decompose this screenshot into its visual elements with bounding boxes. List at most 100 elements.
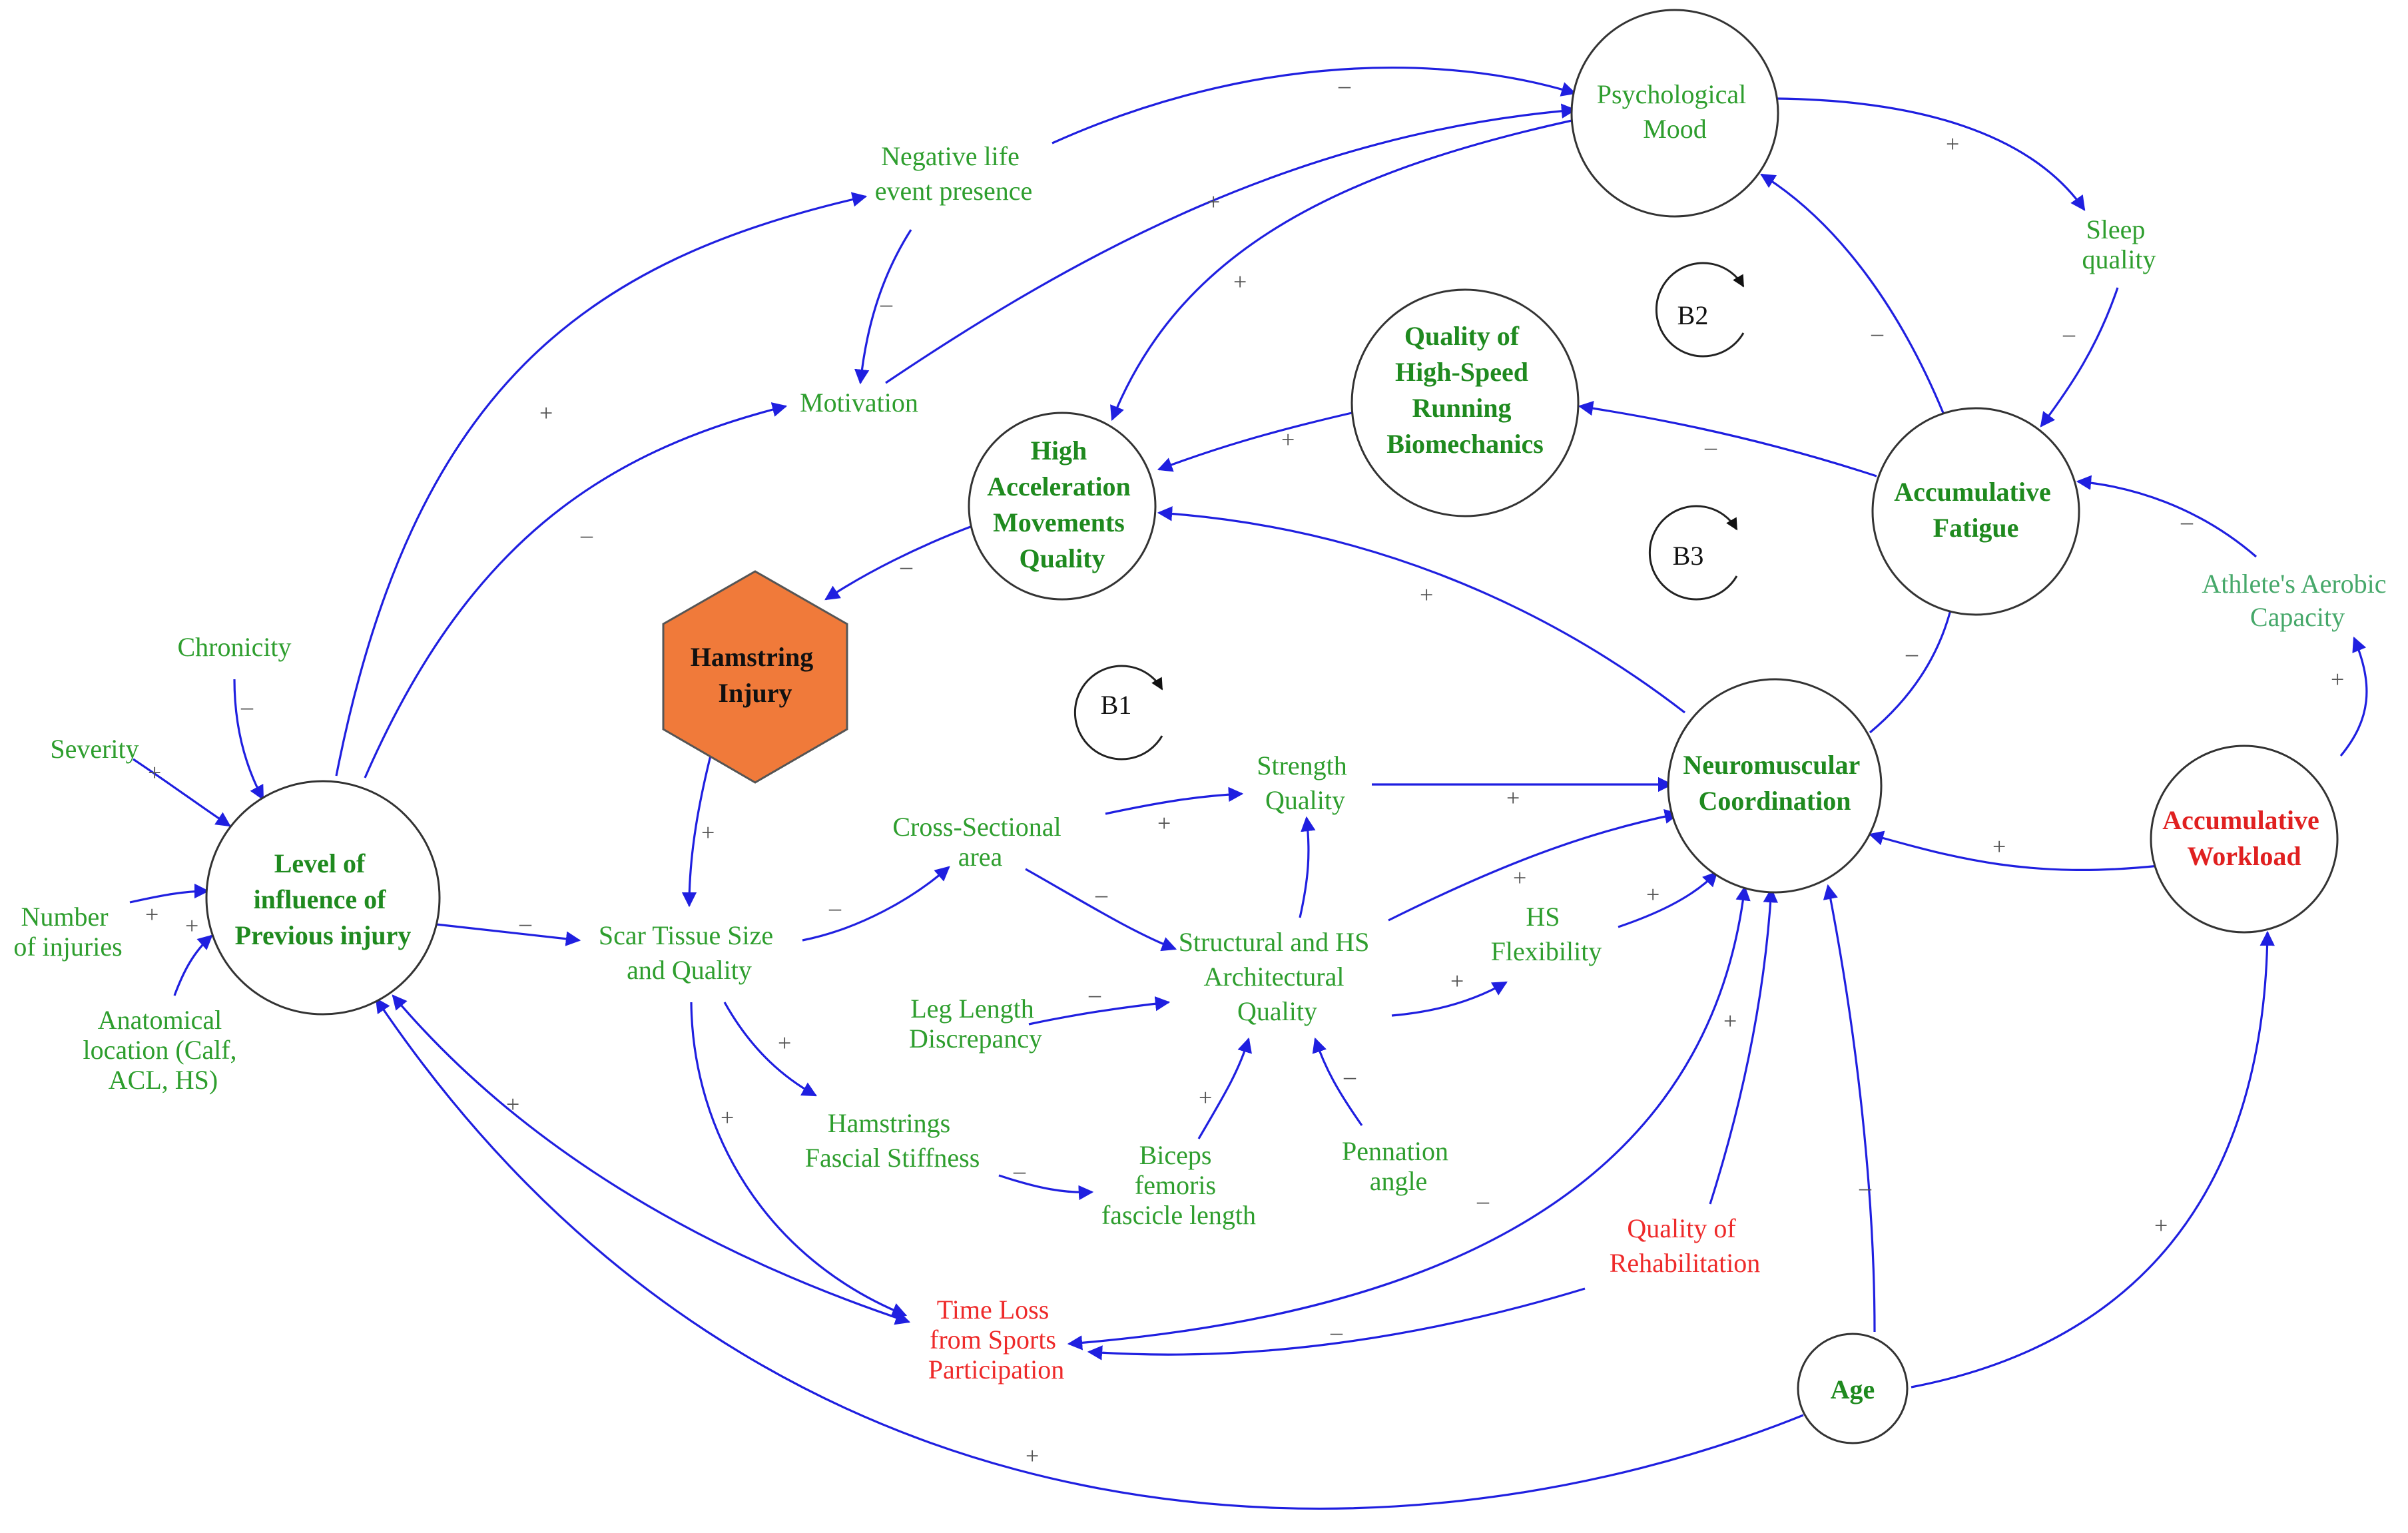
edge-neuro-to-high-accel xyxy=(1157,506,1685,714)
edge-structural-to-strength xyxy=(1299,816,1316,918)
edge-age-to-workload xyxy=(1911,930,2275,1388)
polarity-age-level: + xyxy=(1026,1442,1039,1469)
neuromuscular-circle xyxy=(1667,678,1883,894)
polarity-scar-time-loss: + xyxy=(721,1104,734,1131)
edge-level-to-scar xyxy=(436,923,581,946)
hamstring-injury-label: Hamstring Injury xyxy=(691,642,820,708)
polarity-neuro-high-accel: + xyxy=(1420,581,1433,608)
polarity-neuro-fatigue: – xyxy=(1905,640,1919,667)
edge-injury-to-scar xyxy=(681,742,715,908)
polarity-structural-neuro: + xyxy=(1513,864,1526,891)
polarity-sleep-fatigue: – xyxy=(2062,320,2076,347)
edge-workload-to-aerobic xyxy=(2339,636,2368,757)
high-accel-label: High Acceleration Movements Quality xyxy=(987,436,1137,573)
loop-b2-label: B2 xyxy=(1677,300,1709,330)
polarity-high-accel-injury: – xyxy=(900,553,913,579)
edge-anatomical-to-level xyxy=(173,934,213,996)
polarity-structural-flex: + xyxy=(1450,968,1464,994)
loop-b3: B3 xyxy=(1648,505,1738,601)
polarity-level-scar: – xyxy=(519,910,532,936)
polarity-age-workload: + xyxy=(2154,1212,2168,1239)
negative-life-event-label: Negative life event presence xyxy=(875,141,1033,206)
polarity-rehab-time-loss: – xyxy=(1330,1319,1343,1345)
node-shapes xyxy=(205,9,2339,1444)
accumulative-workload-circle xyxy=(2150,745,2339,934)
polarity-age-neuro: – xyxy=(1859,1174,1872,1201)
edge-sleep-to-fatigue xyxy=(2040,287,2119,428)
quality-hsr-label: Quality of High-Speed Running Biomechani… xyxy=(1386,321,1544,459)
edge-hsr-to-high-accel xyxy=(1157,412,1353,472)
polarity-hsr-high-accel: + xyxy=(1281,426,1295,453)
motivation-label: Motivation xyxy=(800,388,918,418)
edge-level-to-time-loss xyxy=(392,994,911,1325)
age-label: Age xyxy=(1831,1375,1875,1404)
polarity-strength-neuro: + xyxy=(1506,784,1520,811)
leg-length-label: Leg Length Discrepancy xyxy=(909,994,1042,1054)
edge-rehab-to-neuro xyxy=(1709,887,1778,1205)
quality-rehab-label: Quality of Rehabilitation xyxy=(1610,1213,1761,1278)
edge-severity-to-level xyxy=(133,758,231,827)
polarity-fatigue-mood: – xyxy=(1871,320,1884,346)
edge-rehab-to-time-loss xyxy=(1087,1287,1586,1361)
polarity-chronicity-level: – xyxy=(240,693,254,720)
edge-chronicity-to-level xyxy=(233,679,264,800)
loop-b1: B1 xyxy=(1073,665,1163,761)
polarity-scar-cross: – xyxy=(828,894,842,921)
hs-flexibility-label: HS Flexibility xyxy=(1491,902,1602,966)
edge-scar-to-time-loss xyxy=(690,1002,908,1317)
strength-quality-label: Strength Quality xyxy=(1257,751,1354,815)
edge-high-accel-to-injury xyxy=(824,525,973,601)
polarity-fascial-biceps: – xyxy=(1013,1157,1026,1184)
quality-hsr-circle xyxy=(1351,288,1580,517)
edge-mood-to-sleep xyxy=(1774,97,2086,211)
polarity-mood-sleep: + xyxy=(1946,131,1959,157)
polarity-time-loss-neuro: – xyxy=(1476,1187,1490,1214)
sleep-quality-label: Sleep quality xyxy=(2082,214,2156,274)
age-circle xyxy=(1797,1333,1909,1444)
polarity-workload-aerobic: + xyxy=(2331,666,2344,693)
chronicity-label: Chronicity xyxy=(177,632,291,662)
edge-motivation-to-mood xyxy=(885,103,1577,384)
edge-flex-to-neuro xyxy=(1618,871,1718,928)
structural-hs-label: Structural and HS Architectural Quality xyxy=(1179,927,1376,1026)
polarity-signs: – + – – – – + + – + + – + – + + – + + + … xyxy=(145,72,2344,1469)
polarity-flex-neuro: + xyxy=(1646,881,1659,908)
scar-tissue-label: Scar Tissue Size and Quality xyxy=(599,920,780,985)
level-of-influence-label: Level of influence of Previous injury xyxy=(235,848,412,950)
polarity-number-level: + xyxy=(145,901,158,928)
accumulative-fatigue-label: Accumulative Fatigue xyxy=(1894,477,2058,543)
edge-fatigue-to-hsr xyxy=(1578,400,1877,477)
accumulative-workload-label: Accumulative Workload xyxy=(2162,805,2326,871)
edge-scar-to-cross xyxy=(802,866,950,942)
time-loss-label: Time Loss from Sports Participation xyxy=(928,1295,1064,1384)
edge-age-to-level xyxy=(375,998,1804,1510)
athletes-aerobic-label: Athlete's Aerobic Capacity xyxy=(2202,569,2393,632)
polarity-leglength-structural: – xyxy=(1088,981,1101,1008)
loop-b2: B2 xyxy=(1655,262,1745,358)
polarity-level-negative-life: + xyxy=(539,400,553,426)
loop-b3-label: B3 xyxy=(1673,541,1704,571)
polarity-level-time-loss: + xyxy=(506,1091,519,1117)
loop-markers: B1 B2 B3 xyxy=(1073,262,1745,761)
polarity-workload-neuro: + xyxy=(1992,833,2006,860)
edges xyxy=(129,67,2368,1510)
edge-structural-to-flex xyxy=(1391,981,1508,1017)
severity-label: Severity xyxy=(50,734,139,764)
edge-time-loss-to-neuro xyxy=(1067,885,1751,1351)
node-labels: Psychological Mood Negative life event p… xyxy=(13,79,2393,1404)
accumulative-fatigue-circle xyxy=(1871,407,2080,616)
edge-scar-to-fascial xyxy=(723,1002,817,1097)
polarity-cross-structural: – xyxy=(1095,881,1108,908)
edge-workload-to-neuro xyxy=(1868,830,2160,871)
edge-fascial-to-biceps xyxy=(998,1174,1094,1201)
polarity-scar-fascial: + xyxy=(778,1030,791,1056)
edge-fatigue-to-mood xyxy=(1760,173,1945,414)
number-of-injuries-label: Number of injuries xyxy=(13,902,122,962)
polarity-negative-life-mood: – xyxy=(1338,72,1351,99)
psychological-mood-label: Psychological Mood xyxy=(1597,79,1753,144)
polarity-level-motivation: – xyxy=(580,521,593,548)
pennation-angle-label: Pennation angle xyxy=(1342,1136,1455,1196)
polarity-negative-life-motivation: – xyxy=(880,290,893,317)
edge-cross-to-strength xyxy=(1105,786,1244,815)
